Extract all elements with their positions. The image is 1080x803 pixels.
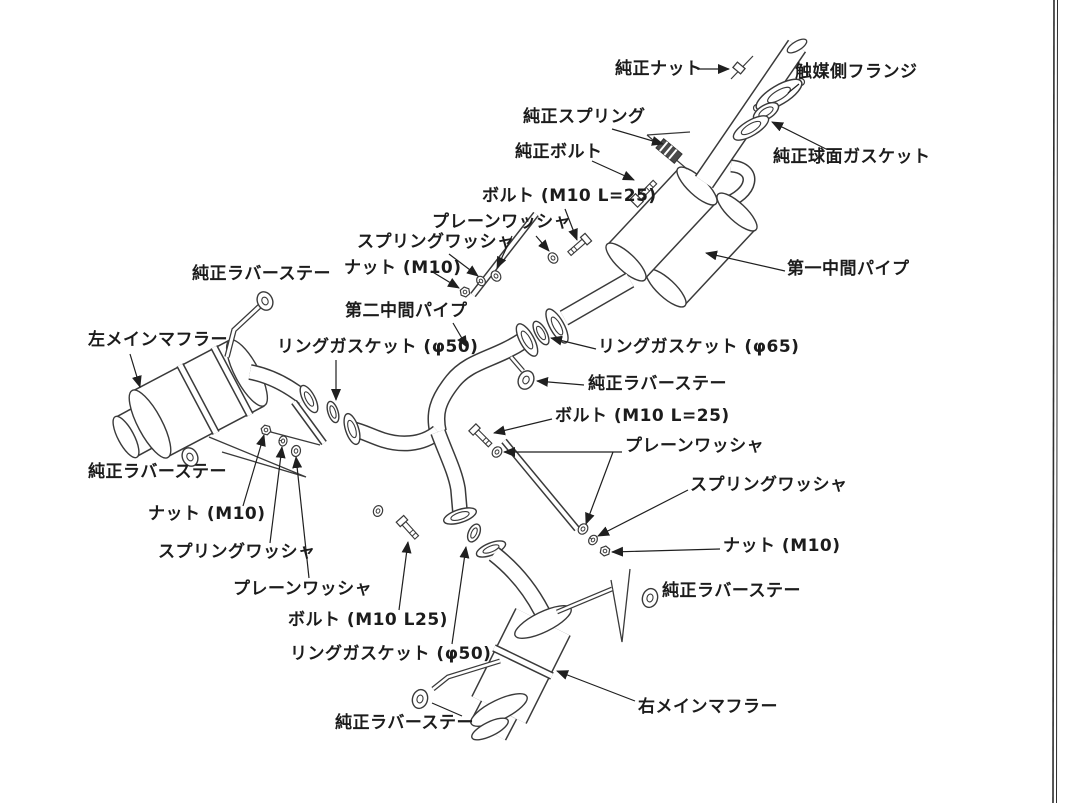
- left-branch-joint: [299, 384, 361, 446]
- callout-spring-washer-right: スプリングワッシャ: [690, 475, 848, 495]
- callout-first-intermediate-pipe: 第一中間パイプ: [787, 259, 910, 279]
- callout-nut-m10-upper: ナット (M10): [344, 258, 462, 278]
- left-muffler-tip: [112, 415, 140, 459]
- callout-spring-washer-left: スプリングワッシャ: [158, 542, 316, 562]
- callout-bolt-m10-l25-upper: ボルト (M10 L=25): [482, 186, 657, 206]
- plain-washer-right-a: [489, 444, 505, 460]
- callout-right-main-muffler: 右メインマフラー: [638, 697, 778, 717]
- rubber-stay-grommet-right: [639, 586, 661, 610]
- callout-plain-washer-upper: プレーンワッシャ: [432, 212, 572, 232]
- first-intermediate-pipe-shape: [559, 38, 808, 326]
- callout-oem-bolt: 純正ボルト: [515, 142, 603, 162]
- leader-lines: [129, 64, 827, 717]
- washer-lower-bracket: [371, 503, 385, 519]
- plain-washer-upper-a: [545, 250, 561, 266]
- nut-right-shape: [597, 543, 613, 559]
- nut-upper-shape: [458, 285, 472, 299]
- callout-rubber-stay-center: 純正ラバーステー: [588, 374, 727, 394]
- callout-nut-m10-right: ナット (M10): [723, 536, 841, 556]
- callout-spring-washer-upper: スプリングワッシャ: [357, 232, 515, 252]
- callout-catalyst-side-flange: 触媒側フランジ: [795, 62, 918, 82]
- rubber-stay-grommet-bottom: [409, 687, 431, 711]
- callout-rubber-stay-right: 純正ラバーステー: [662, 581, 801, 601]
- oem-spring-shape: [655, 137, 683, 165]
- callout-oem-spherical-gasket: 純正球面ガスケット: [773, 147, 931, 167]
- rubber-stay-grommet-center: [514, 367, 538, 393]
- callout-bolt-m10-l25-lower: ボルト (M10 L25): [288, 610, 448, 630]
- spring-washer-right-shape: [586, 533, 600, 547]
- plain-washer-left-shape: [290, 444, 302, 458]
- callout-bolt-m10-l25-right: ボルト (M10 L=25): [555, 406, 730, 426]
- oem-bolt-shape: [628, 179, 658, 209]
- bolt-right-shape: [468, 423, 495, 450]
- right-main-muffler-shape: [443, 507, 572, 741]
- catalyst-joint: [732, 77, 806, 141]
- second-intermediate-pipe-shape: [350, 332, 529, 513]
- spring-washer-left-shape: [277, 434, 289, 448]
- center-joint: [515, 308, 569, 357]
- callout-oem-nut: 純正ナット: [615, 59, 703, 79]
- callout-oem-spring: 純正スプリング: [523, 107, 646, 127]
- catalyst-pipe-open-end: [786, 38, 808, 54]
- left-main-muffler-shape: [112, 339, 309, 459]
- callout-plain-washer-left: プレーンワッシャ: [233, 579, 373, 599]
- page-edge-line: [1052, 0, 1058, 803]
- callout-ring-gasket-65: リングガスケット (φ65): [598, 337, 800, 357]
- callout-left-main-muffler: 左メインマフラー: [88, 330, 228, 350]
- callout-rubber-stay-left-top: 純正ラバーステー: [192, 264, 331, 284]
- plain-washer-right-b: [575, 521, 591, 537]
- bolt-upper-shape: [565, 232, 593, 258]
- chassis-break-marks: [208, 436, 631, 643]
- bolt-lower-shape: [395, 514, 422, 542]
- callout-ring-gasket-50-lower: リングガスケット (φ50): [290, 644, 492, 664]
- callout-second-intermediate-pipe: 第二中間パイプ: [345, 301, 468, 321]
- nut-left-shape: [259, 423, 273, 437]
- callout-rubber-stay-left-lower: 純正ラバーステー: [88, 462, 227, 482]
- callout-plain-washer-right: プレーンワッシャ: [625, 436, 765, 456]
- callout-rubber-stay-bottom: 純正ラバーステー: [335, 713, 474, 733]
- right-muffler-tip: [471, 717, 509, 741]
- oem-nut-shape: [732, 61, 746, 75]
- callout-ring-gasket-50-left: リングガスケット (φ50): [277, 337, 479, 357]
- callout-nut-m10-left: ナット (M10): [148, 504, 266, 524]
